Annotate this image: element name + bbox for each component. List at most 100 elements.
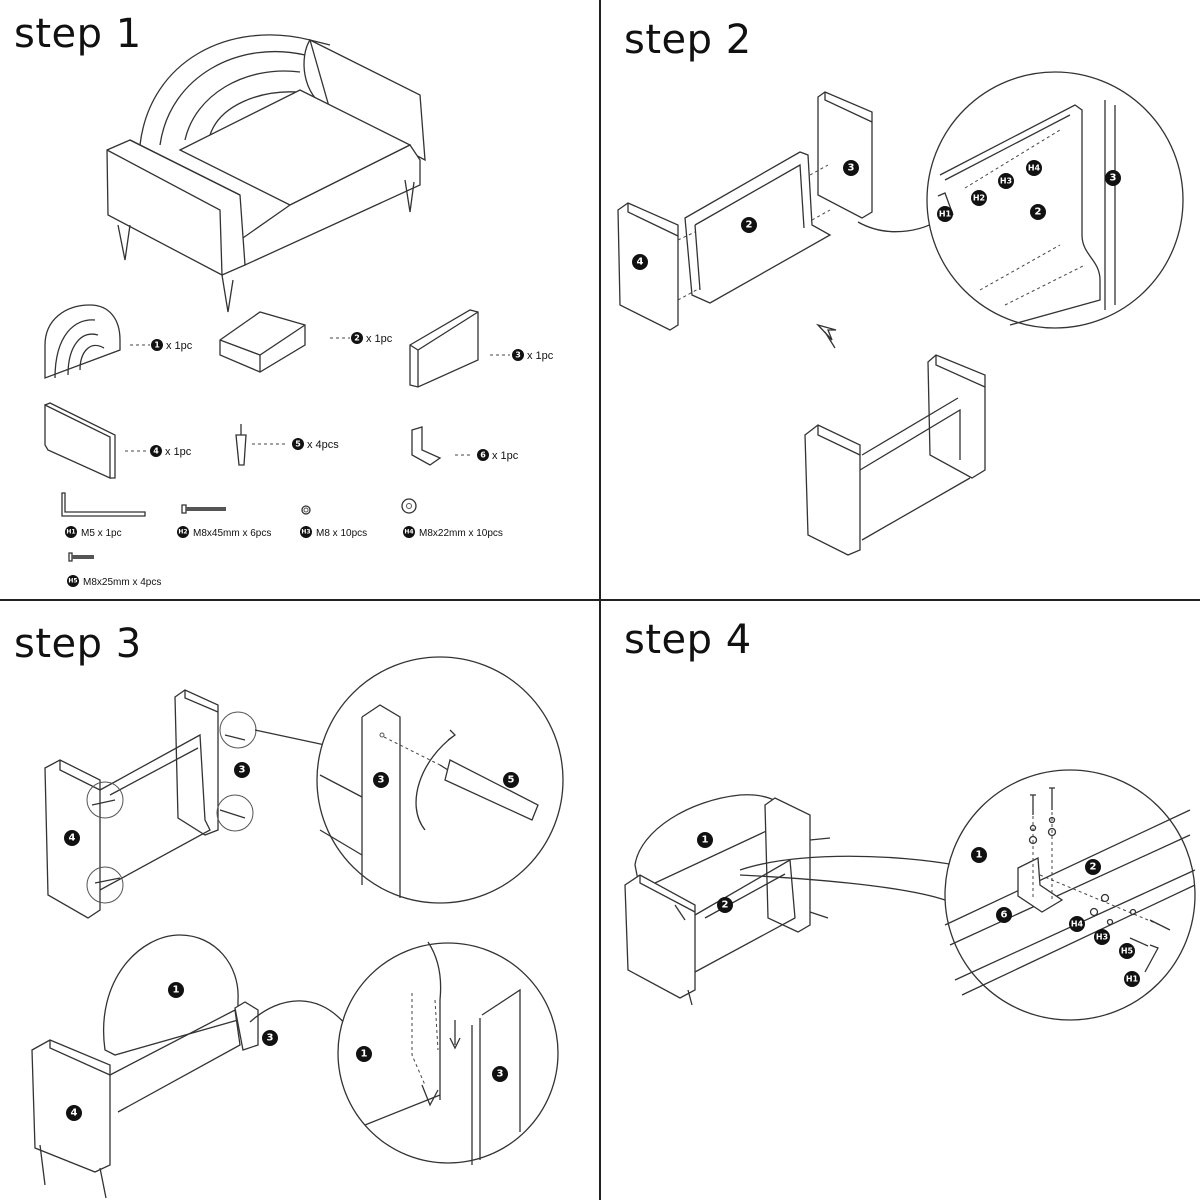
svg-text:4: 4 bbox=[153, 447, 159, 456]
detail-callout-part-3: 3 bbox=[1105, 170, 1121, 186]
arrow-down-right-icon bbox=[818, 325, 836, 348]
svg-text:H2: H2 bbox=[178, 529, 187, 536]
svg-text:3: 3 bbox=[267, 1033, 274, 1044]
detail-callout-part-1: 1 bbox=[971, 847, 987, 863]
svg-text:3: 3 bbox=[239, 765, 246, 776]
svg-text:H5: H5 bbox=[1121, 947, 1134, 956]
svg-text:H4: H4 bbox=[1071, 920, 1084, 929]
svg-text:3: 3 bbox=[497, 1069, 504, 1080]
svg-text:1: 1 bbox=[702, 835, 709, 846]
leg-detail-circle bbox=[317, 657, 563, 903]
svg-text:3: 3 bbox=[378, 775, 385, 786]
svg-text:4: 4 bbox=[71, 1108, 78, 1119]
svg-text:H3: H3 bbox=[1096, 933, 1108, 942]
detail-callout-H1: H1 bbox=[1124, 971, 1140, 987]
svg-text:H1: H1 bbox=[66, 529, 75, 536]
hex-key-drawing bbox=[62, 493, 145, 516]
svg-text:5: 5 bbox=[295, 440, 301, 449]
bracket-detail-circle bbox=[945, 770, 1195, 1020]
step-4-illustration: 1 2 1 2 6 H4 H3 H5 H1 bbox=[600, 600, 1200, 1200]
hardware-H2-badge: H2 bbox=[177, 526, 189, 538]
hardware-H3-spec: M8 x 10pcs bbox=[316, 528, 367, 539]
exploded-frame-drawing bbox=[618, 92, 872, 330]
step-2-callout-part-3: 3 bbox=[843, 160, 859, 176]
part-3-badge: 3 bbox=[512, 349, 524, 361]
part-2-badge: 2 bbox=[351, 332, 363, 344]
svg-text:H1: H1 bbox=[1126, 975, 1139, 984]
part-6-badge: 6 bbox=[477, 449, 489, 461]
detail-callout-part-1: 1 bbox=[356, 1046, 372, 1062]
detail-callout-H3: H3 bbox=[998, 173, 1014, 189]
assembled-frame-drawing bbox=[805, 355, 985, 555]
svg-text:2: 2 bbox=[354, 334, 360, 343]
step-2-illustration: 4 2 3 H1 H2 H3 H4 2 3 bbox=[600, 0, 1200, 600]
part-1-badge: 1 bbox=[151, 339, 163, 351]
part-2-seat-drawing bbox=[220, 312, 305, 372]
svg-text:1: 1 bbox=[173, 985, 180, 996]
step-4-panel: step 4 1 2 bbox=[600, 600, 1200, 1200]
step-2-detail-circle bbox=[927, 72, 1183, 328]
part-2-qty: x 1pc bbox=[366, 333, 393, 345]
hardware-H5-spec: M8x25mm x 4pcs bbox=[83, 577, 161, 588]
detail-callout-part-3-bracket: 3 bbox=[492, 1066, 508, 1082]
detail-callout-H5: H5 bbox=[1119, 943, 1135, 959]
part-4-qty: x 1pc bbox=[165, 446, 192, 458]
detail-leader bbox=[255, 730, 325, 745]
detail-leader bbox=[250, 1001, 350, 1030]
svg-text:6: 6 bbox=[1001, 910, 1008, 921]
assembled-sofa-drawing bbox=[107, 35, 425, 312]
hardware-H2-spec: M8x45mm x 6pcs bbox=[193, 528, 271, 539]
svg-text:1: 1 bbox=[154, 341, 160, 350]
svg-text:4: 4 bbox=[69, 833, 76, 844]
hardware-H1-badge: H1 bbox=[65, 526, 77, 538]
svg-text:H4: H4 bbox=[404, 529, 413, 536]
part-4-badge: 4 bbox=[150, 445, 162, 457]
backrest-attach-drawing bbox=[32, 935, 258, 1198]
detail-callout-H4: H4 bbox=[1026, 160, 1042, 176]
hardware-H5-badge: H5 bbox=[67, 575, 79, 587]
svg-text:3: 3 bbox=[515, 351, 521, 360]
step-1-title: step 1 bbox=[14, 11, 142, 57]
step-3-title: step 3 bbox=[14, 621, 142, 667]
svg-text:H2: H2 bbox=[973, 194, 985, 203]
svg-text:2: 2 bbox=[1090, 862, 1097, 873]
svg-text:H3: H3 bbox=[301, 529, 310, 536]
svg-text:1: 1 bbox=[361, 1049, 368, 1060]
svg-text:H1: H1 bbox=[939, 210, 952, 219]
detail-callout-part-5: 5 bbox=[503, 772, 519, 788]
svg-text:4: 4 bbox=[637, 257, 644, 268]
step-4-callout-part-2: 2 bbox=[717, 897, 733, 913]
step-3-callout-part-3-bottom: 3 bbox=[262, 1030, 278, 1046]
bolt-m8x25-drawing bbox=[69, 553, 94, 561]
svg-text:6: 6 bbox=[480, 451, 486, 460]
part-4-left-armrest-drawing bbox=[45, 403, 115, 478]
hardware-H3-badge: H3 bbox=[300, 526, 312, 538]
part-6-qty: x 1pc bbox=[492, 450, 519, 462]
svg-text:2: 2 bbox=[1035, 207, 1042, 218]
step-1-illustration: 1 x 1pc 2 x 1pc 3 x 1pc 4 x 1pc 5 x 4pcs… bbox=[0, 0, 554, 588]
svg-text:3: 3 bbox=[1110, 173, 1117, 184]
detail-callout-part-2: 2 bbox=[1085, 859, 1101, 875]
svg-text:H5: H5 bbox=[68, 578, 77, 585]
detail-callout-part-6: 6 bbox=[996, 907, 1012, 923]
step-3-panel: step 3 4 3 3 bbox=[0, 600, 600, 1200]
step-2-callout-part-2: 2 bbox=[741, 217, 757, 233]
step-3-callout-part-1: 1 bbox=[168, 982, 184, 998]
step-3-illustration: 4 3 3 5 1 4 3 bbox=[0, 600, 600, 1200]
bracket-detail-circle bbox=[338, 942, 558, 1165]
detail-callout-H2: H2 bbox=[971, 190, 987, 206]
step-4-title: step 4 bbox=[624, 617, 752, 663]
frame-with-legs-drawing bbox=[45, 690, 256, 918]
detail-leader bbox=[740, 856, 955, 900]
part-5-qty: x 4pcs bbox=[307, 439, 339, 451]
step-2-callout-part-4: 4 bbox=[632, 254, 648, 270]
bolt-m8x45-drawing bbox=[182, 505, 226, 513]
svg-text:2: 2 bbox=[722, 900, 729, 911]
hardware-H4-badge: H4 bbox=[403, 526, 415, 538]
svg-text:H4: H4 bbox=[1028, 164, 1041, 173]
step-1-panel: step 1 bbox=[0, 0, 600, 600]
part-3-qty: x 1pc bbox=[527, 350, 554, 362]
detail-callout-part-2: 2 bbox=[1030, 204, 1046, 220]
svg-text:H3: H3 bbox=[1000, 177, 1012, 186]
washer-m8x22-drawing bbox=[402, 499, 416, 513]
